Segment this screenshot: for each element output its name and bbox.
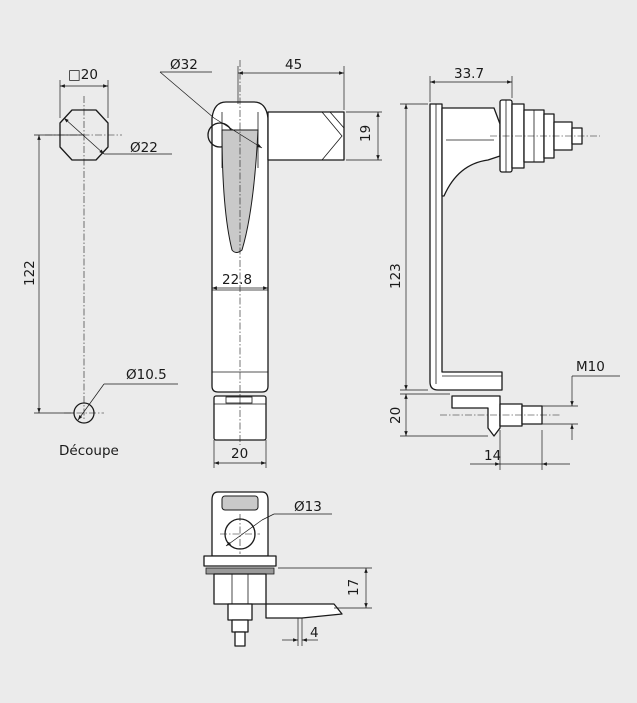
label-decoupe: Découpe <box>59 443 119 459</box>
dim-length-45: 45 <box>285 57 302 73</box>
bottom-cam <box>265 603 343 619</box>
dim-length-33-7: 33.7 <box>454 66 484 82</box>
bottom-shaft-tip <box>234 631 246 647</box>
bottom-shaft <box>231 619 249 633</box>
bottom-washer <box>205 567 275 575</box>
front-view: Ø32 45 19 22.8 20 <box>159 57 382 468</box>
dim-width-22-8: 22.8 <box>222 272 252 288</box>
dim-diameter-10-5: Ø10.5 <box>126 367 167 383</box>
bottom-grip <box>221 495 259 511</box>
dim-height-123: 123 <box>388 263 404 289</box>
side-plate <box>429 103 503 391</box>
dim-square-20: □20 <box>68 67 98 83</box>
dim-diameter-32: Ø32 <box>170 57 198 73</box>
side-housing <box>441 107 501 197</box>
bottom-body <box>213 573 267 605</box>
bottom-nut <box>227 603 253 621</box>
dim-height-122: 122 <box>22 260 38 286</box>
dim-height-20: 20 <box>388 407 404 424</box>
side-view: 33.7 123 20 14 M10 <box>388 66 620 470</box>
dim-height-19: 19 <box>358 125 374 142</box>
dim-thickness-4: 4 <box>310 625 319 641</box>
dim-width-20: 20 <box>231 446 248 462</box>
cutout-view: □20 Ø22 122 Ø10.5 Découpe <box>22 67 178 459</box>
handle-tongue <box>267 111 345 161</box>
dim-diameter-22: Ø22 <box>130 140 158 156</box>
bottom-view: Ø13 17 4 <box>203 491 372 647</box>
dim-thread-m10: M10 <box>576 359 605 375</box>
dim-length-14: 14 <box>484 448 501 464</box>
dim-height-17: 17 <box>346 579 362 596</box>
bottom-rosette <box>203 555 277 567</box>
dim-diameter-13: Ø13 <box>294 499 322 515</box>
side-cam <box>451 395 501 437</box>
square-cutout-outline <box>59 109 109 161</box>
